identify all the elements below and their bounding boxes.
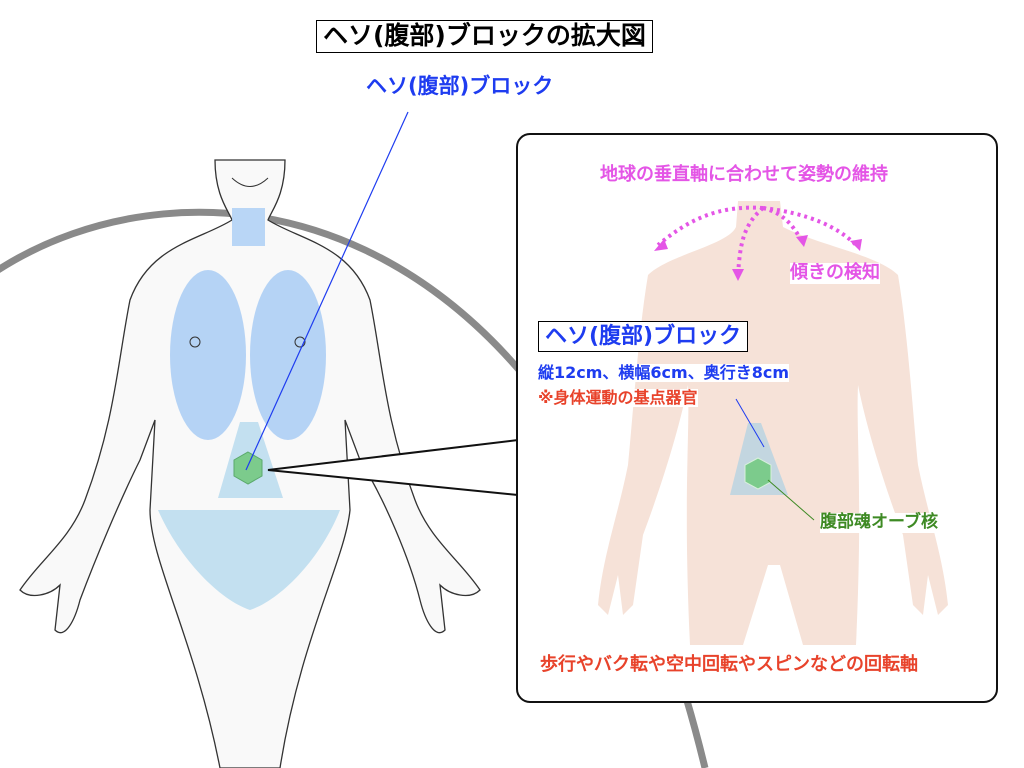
orb-pointer — [767, 479, 815, 521]
left-nipple — [189, 336, 201, 348]
tilt-arrow-far-right — [762, 206, 858, 247]
zoom-panel: 地球の垂直軸に合わせて姿勢の維持 傾きの検知 ヘソ(腹部)ブロック 縦12cm、… — [516, 133, 998, 703]
pointer-line — [245, 111, 409, 471]
right-nipple — [294, 336, 306, 348]
tilt-detect-label: 傾きの検知 — [790, 262, 880, 284]
face-chin — [231, 177, 269, 187]
orb-core-label: 腹部魂オーブ核 — [820, 512, 938, 533]
tilt-arrow-down — [736, 206, 765, 276]
orb-core-icon — [744, 457, 772, 490]
block-name-box: ヘソ(腹部)ブロック — [538, 321, 749, 353]
left-lung — [170, 270, 246, 440]
neck-block — [232, 208, 265, 246]
block-label: ヘソ(腹部)ブロック — [366, 74, 554, 98]
block-pointer — [735, 398, 765, 448]
right-lung — [250, 270, 326, 440]
pelvis-block — [158, 510, 340, 610]
organ-note: ※身体運動の基点器官 — [538, 388, 698, 408]
dimensions-text: 縦12cm、横幅6cm、奥行き8cm — [538, 363, 790, 383]
panel-silhouette — [598, 201, 948, 645]
rotation-axis-caption: 歩行やバク転や空中回転やスピンなどの回転軸 — [540, 654, 918, 675]
tilt-caption: 地球の垂直軸に合わせて姿勢の維持 — [600, 164, 888, 186]
orb-core-icon — [233, 451, 263, 485]
page-title: ヘソ(腹部)ブロックの拡大図 — [316, 20, 653, 53]
skin-silhouette — [598, 201, 948, 645]
